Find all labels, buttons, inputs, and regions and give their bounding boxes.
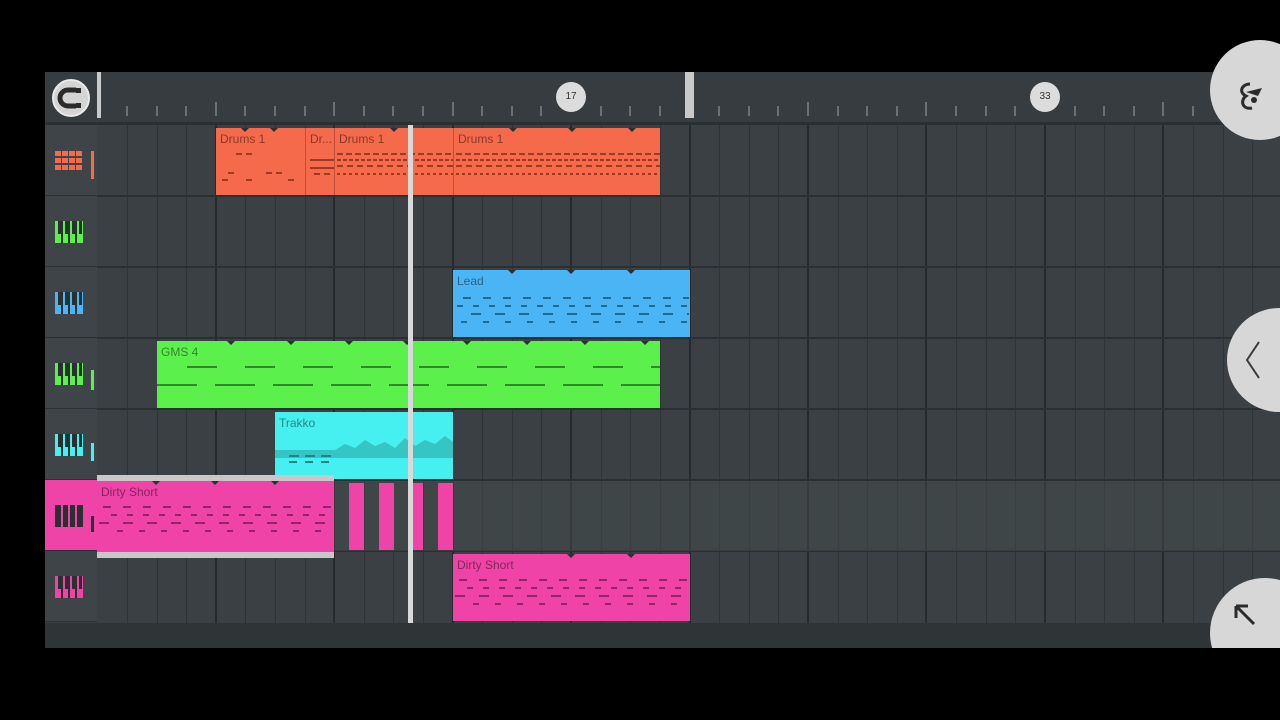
- track-header-1[interactable]: [45, 125, 97, 196]
- pattern-clip-slice[interactable]: [379, 483, 394, 550]
- pattern-clip-lead[interactable]: Lead: [453, 270, 690, 337]
- ruler-ticks: [126, 102, 1194, 116]
- piano-keys-icon: [55, 505, 83, 527]
- playlist-tracks[interactable]: Drums 1 Dr... Drums 1 Dru: [45, 125, 1280, 623]
- pattern-clip-drums[interactable]: Drums 1: [216, 128, 305, 195]
- pattern-clip-dirty-short-selected[interactable]: Dirty Short: [97, 475, 334, 558]
- clip-label: Trakko: [279, 416, 316, 430]
- chevron-left-icon: [1245, 341, 1260, 379]
- clip-label: Lead: [457, 274, 484, 288]
- clip-label: Drums 1: [458, 132, 504, 146]
- track-header-6-selected[interactable]: [45, 480, 97, 551]
- playhead-position-line[interactable]: [408, 125, 413, 623]
- clip-label: Drums 1: [339, 132, 385, 146]
- arrow-up-left-icon: [1234, 604, 1256, 626]
- audio-clip-trakko[interactable]: Trakko: [275, 412, 453, 479]
- clip-label: GMS 4: [161, 345, 199, 359]
- track-header-3[interactable]: [45, 267, 97, 338]
- clip-notes: [457, 270, 689, 323]
- pattern-clip-drums[interactable]: Drums 1: [453, 128, 660, 195]
- clip-notes: [455, 554, 690, 605]
- track-level-meter: [91, 151, 94, 179]
- pattern-clip-drums[interactable]: Dr...: [305, 128, 334, 195]
- piano-keys-icon: [55, 292, 83, 314]
- drum-pad-icon: [55, 151, 82, 170]
- track-level-meter: [91, 516, 94, 532]
- fruit-logo-icon: [1240, 82, 1262, 110]
- clip-notes: [222, 128, 294, 181]
- pattern-clip-slice[interactable]: [349, 483, 364, 550]
- clip-notes: [99, 481, 334, 532]
- clip-label: Dirty Short: [101, 485, 158, 499]
- track-header-2[interactable]: [45, 196, 97, 267]
- clip-label: Dirty Short: [457, 558, 514, 572]
- clip-notes: [456, 128, 660, 175]
- track-header-7[interactable]: [45, 551, 97, 622]
- bar-marker-17[interactable]: 17: [556, 82, 586, 112]
- bar-marker-33[interactable]: 33: [1030, 82, 1060, 112]
- magnet-snap-icon: [57, 87, 81, 109]
- pattern-clip-slice[interactable]: [438, 483, 453, 550]
- horizontal-scrollbar[interactable]: [45, 623, 1280, 648]
- pattern-clip-drums[interactable]: Drums 1: [334, 128, 453, 195]
- clip-label: Drums 1: [220, 132, 266, 146]
- track-header-4[interactable]: [45, 338, 97, 409]
- piano-keys-icon: [55, 434, 83, 456]
- track-level-meter: [91, 443, 94, 461]
- snap-magnet-button[interactable]: [52, 79, 90, 117]
- playlist-window: 17 33: [45, 72, 1280, 648]
- loop-start-marker[interactable]: [97, 72, 101, 118]
- piano-keys-icon: [55, 576, 83, 598]
- pattern-clip-dirty-short[interactable]: Dirty Short: [453, 554, 690, 621]
- piano-keys-icon: [55, 363, 83, 385]
- track-header-5[interactable]: [45, 409, 97, 480]
- timeline-ruler[interactable]: 17 33: [45, 72, 1280, 125]
- letterbox-mask: [1210, 648, 1280, 720]
- track-level-meter: [91, 370, 94, 390]
- clip-notes: [337, 128, 453, 175]
- piano-keys-icon: [55, 221, 83, 243]
- loop-end-marker[interactable]: [685, 72, 694, 118]
- clip-label: Dr...: [310, 132, 333, 146]
- clip-waveform: [275, 436, 453, 463]
- clip-notes: [310, 159, 334, 175]
